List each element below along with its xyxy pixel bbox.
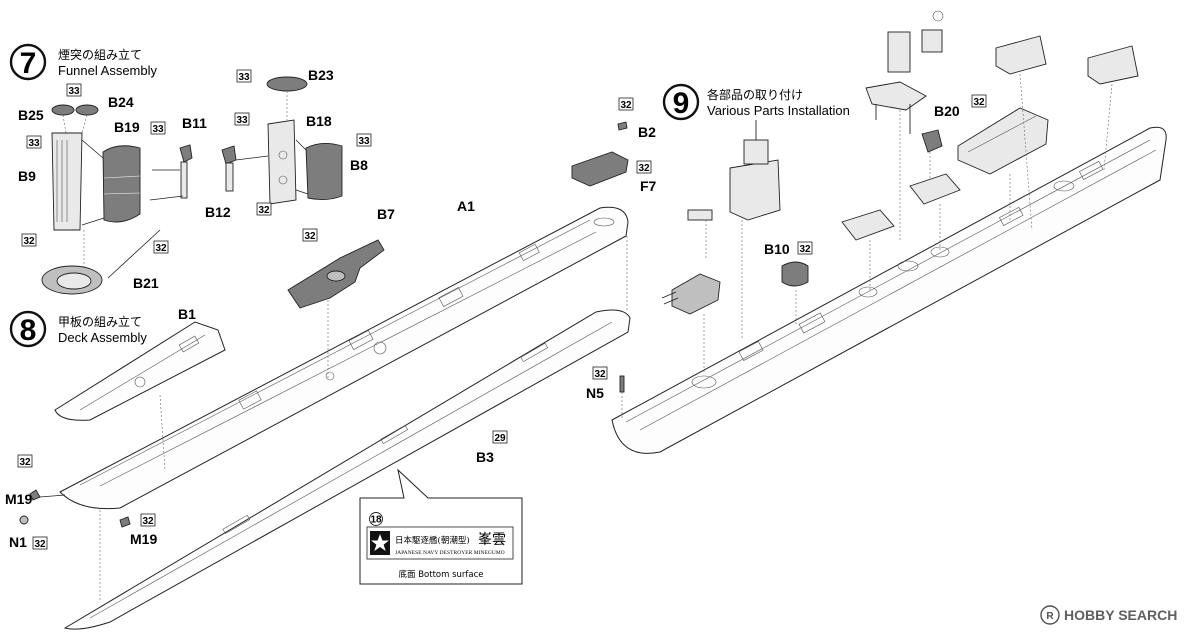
paint-code-32: 32 xyxy=(304,231,316,242)
logo-icon xyxy=(1040,605,1060,625)
deck-forward-b1-shape xyxy=(54,321,226,421)
bottom-surface-caption: 底面 Bottom surface xyxy=(399,569,484,580)
decal-ship-name: 峯雲 xyxy=(478,532,506,548)
part-b10-shape xyxy=(781,261,809,287)
step-8-badge xyxy=(9,310,47,348)
torpedo-launcher-1-shape xyxy=(909,173,961,205)
paint-code-32: 32 xyxy=(34,539,46,550)
paint-code-33: 33 xyxy=(68,86,80,97)
assembled-hull-shape xyxy=(611,126,1167,454)
part-label-b20: B20 xyxy=(934,103,960,119)
decal-callout: 18 日本駆逐艦(朝潮型) 峯雲 JAPANESE NAVY DESTROYER… xyxy=(359,468,523,585)
part-label-b12: B12 xyxy=(205,204,231,220)
bridge-shape xyxy=(729,159,781,221)
decal-line-en: JAPANESE NAVY DESTROYER MINEGUMO xyxy=(395,550,505,556)
funnel-half-b19-shape xyxy=(102,145,141,223)
paint-code-32: 32 xyxy=(799,244,811,255)
watermark: R HOBBY SEARCH xyxy=(1040,605,1177,625)
funnel-assembly-drawing xyxy=(41,76,343,295)
parts-installation-drawing xyxy=(571,10,1167,454)
step-8-number: 8 xyxy=(20,314,37,347)
funnel-half-b8-shape xyxy=(305,143,343,201)
part-label-b18: B18 xyxy=(306,113,332,129)
part-label-b7: B7 xyxy=(377,206,395,222)
step-7-title-en: Funnel Assembly xyxy=(58,63,157,78)
funnel-cap-b23-shape xyxy=(266,76,308,92)
torpedo-launcher-2-shape xyxy=(841,209,895,241)
logo-letter: R xyxy=(1046,611,1054,622)
step-8-title-en: Deck Assembly xyxy=(58,330,147,345)
part-label-b25: B25 xyxy=(18,107,44,123)
step-9-title-en: Various Parts Installation xyxy=(707,103,850,118)
paint-code-33: 33 xyxy=(358,136,370,147)
decal-number: 18 xyxy=(370,515,382,526)
step-9-number: 9 xyxy=(673,87,690,120)
part-label-f7: F7 xyxy=(640,178,657,194)
part-label-b21: B21 xyxy=(133,275,159,291)
deck-assembly-drawing xyxy=(19,206,631,630)
paint-code-33: 33 xyxy=(238,72,250,83)
decal-line-jp: 日本駆逐艦(朝潮型) xyxy=(395,535,470,546)
part-label-b9: B9 xyxy=(18,168,36,184)
part-n5-shape xyxy=(619,375,625,393)
part-label-m19-a: M19 xyxy=(5,491,32,507)
paint-code-33: 33 xyxy=(236,115,248,126)
aft-turret-2-shape xyxy=(1087,45,1139,85)
hull-upper-a1-shape xyxy=(59,206,629,510)
hull-bottom-b3-shape xyxy=(63,309,631,630)
funnel-cap-b25-shape xyxy=(51,104,75,116)
part-label-b3: B3 xyxy=(476,449,494,465)
step-7-badge xyxy=(9,43,47,81)
step-8-header: 8 甲板の組み立て Deck Assembly xyxy=(9,310,147,348)
part-label-b19: B19 xyxy=(114,119,140,135)
paint-code-33: 33 xyxy=(152,124,164,135)
part-f7-shape xyxy=(571,151,629,187)
step-9-title-jp: 各部品の取り付け xyxy=(707,87,803,102)
star-icon xyxy=(371,534,389,551)
paint-codes: 33 33 33 33 33 33 32 32 32 32 32 32 32 3… xyxy=(17,69,987,550)
part-label-b8: B8 xyxy=(350,157,368,173)
part-label-a1: A1 xyxy=(457,198,475,214)
paint-code-32: 32 xyxy=(258,205,270,216)
funnel-half-b18-shape xyxy=(267,119,297,205)
paint-code-32: 32 xyxy=(620,100,632,111)
decal-plate xyxy=(366,526,514,560)
paint-code-32: 32 xyxy=(23,236,35,247)
aft-turret-1-shape xyxy=(995,35,1047,75)
step-8-title-jp: 甲板の組み立て xyxy=(58,314,142,329)
part-label-b1: B1 xyxy=(178,306,196,322)
part-labels: B25 B24 B19 B11 B23 B18 B9 B12 B8 B21 B7… xyxy=(5,67,960,550)
paint-code-32: 32 xyxy=(594,369,606,380)
aft-deckhouse-shape xyxy=(957,107,1049,175)
step-7-title-jp: 煙突の組み立て xyxy=(58,47,142,62)
step-9-header: 9 各部品の取り付け Various Parts Installation xyxy=(662,83,850,121)
paint-code-32: 32 xyxy=(19,457,31,468)
paint-code-33: 33 xyxy=(28,138,40,149)
part-label-b11: B11 xyxy=(182,115,207,131)
step-7-header: 7 煙突の組み立て Funnel Assembly xyxy=(9,43,157,81)
funnel-cap-b24-shape xyxy=(75,104,99,116)
forward-turret-shape xyxy=(671,273,721,315)
paint-code-32: 32 xyxy=(142,516,154,527)
part-label-b10: B10 xyxy=(764,241,790,257)
step-9-badge xyxy=(662,83,700,121)
part-label-n1: N1 xyxy=(9,534,27,550)
part-label-b2: B2 xyxy=(638,124,656,140)
paint-code-32: 32 xyxy=(973,97,985,108)
step-7-number: 7 xyxy=(20,47,37,80)
part-label-b23: B23 xyxy=(308,67,334,83)
part-label-n5: N5 xyxy=(586,385,604,401)
paint-code-32: 32 xyxy=(638,163,650,174)
part-b20-shape xyxy=(921,129,943,153)
paint-code-29: 29 xyxy=(494,433,506,444)
paint-code-32: 32 xyxy=(155,243,167,254)
part-label-m19-b: M19 xyxy=(130,531,157,547)
part-label-b24: B24 xyxy=(108,94,134,110)
watermark-text: HOBBY SEARCH xyxy=(1064,607,1177,623)
